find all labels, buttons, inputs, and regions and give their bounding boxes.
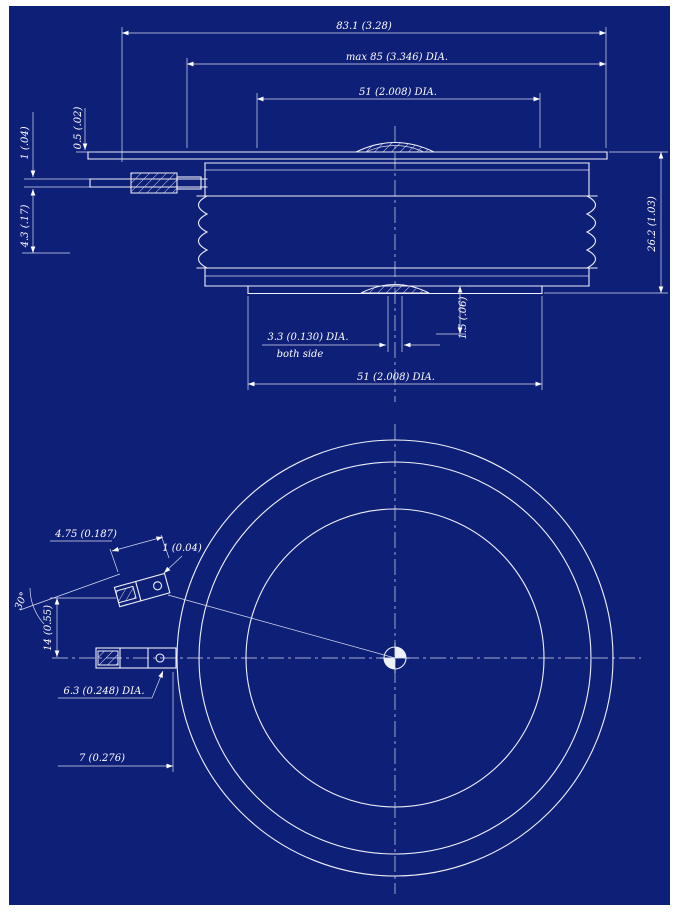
gate-connector-block (130, 172, 178, 194)
plan-view: 4.75 (0.187) 1 (0.04) 30° 14 (0.55) 6.3 … (13, 424, 641, 894)
bottom-center-boss (360, 284, 430, 294)
top-center-boss (355, 142, 435, 153)
dim-top-pole-dia-label: 51 (2.008) DIA. (359, 87, 437, 98)
dim-tab-distance-label: 7 (0.276) (79, 753, 125, 764)
dim-overall-width-label: 83.1 (3.28) (336, 21, 392, 32)
dim-flange-thickness-label: 1 (.04) (20, 126, 31, 159)
gate-connector-sleeve (176, 176, 202, 190)
middle-circle (198, 461, 592, 855)
dim-lead-offset-label: 14 (0.55) (43, 605, 54, 651)
gate-lead-axis-extension (19, 573, 121, 611)
dim-lead-height-label: 4.3 (.17) (20, 205, 31, 249)
dim-max-dia-label: max 85 (3.346) DIA. (346, 52, 448, 63)
outer-circle (176, 439, 614, 877)
dim-bottom-pole-dia-label: 51 (2.008) DIA. (357, 372, 435, 383)
inner-circle (245, 508, 545, 808)
gate-tab-rotated (113, 572, 171, 608)
dim-flange-offset-label: 0.5 (.02) (73, 107, 84, 150)
blueprint-background (9, 6, 670, 905)
dim-center-hole-note: both side (277, 349, 324, 360)
body-top-cap (196, 162, 598, 197)
center-mark (380, 643, 410, 673)
gate-lead-axis (167, 594, 396, 659)
dim-boss-height-label: 1.5 (.06) (458, 297, 469, 340)
top-flange (87, 151, 608, 160)
dim-body-height-label: 26.2 (1.03) (647, 196, 658, 253)
dim-tab-thickness-label: 1 (0.04) (162, 543, 202, 554)
side-view: 83.1 (3.28) max 85 (3.346) DIA. 51 (2.00… (20, 21, 668, 402)
gate-tab-horizontal (95, 647, 177, 669)
dim-lead-dia-label: 6.3 (0.248) DIA. (63, 686, 144, 697)
side-view-dimensions: 83.1 (3.28) max 85 (3.346) DIA. 51 (2.00… (20, 21, 668, 390)
dim-center-hole-label: 3.3 (0.130) DIA. (267, 332, 348, 343)
ceramic-corrugations (196, 195, 598, 269)
dim-tab-width-label: 4.75 (0.187) (54, 529, 117, 540)
gate-lead-side (89, 172, 208, 194)
